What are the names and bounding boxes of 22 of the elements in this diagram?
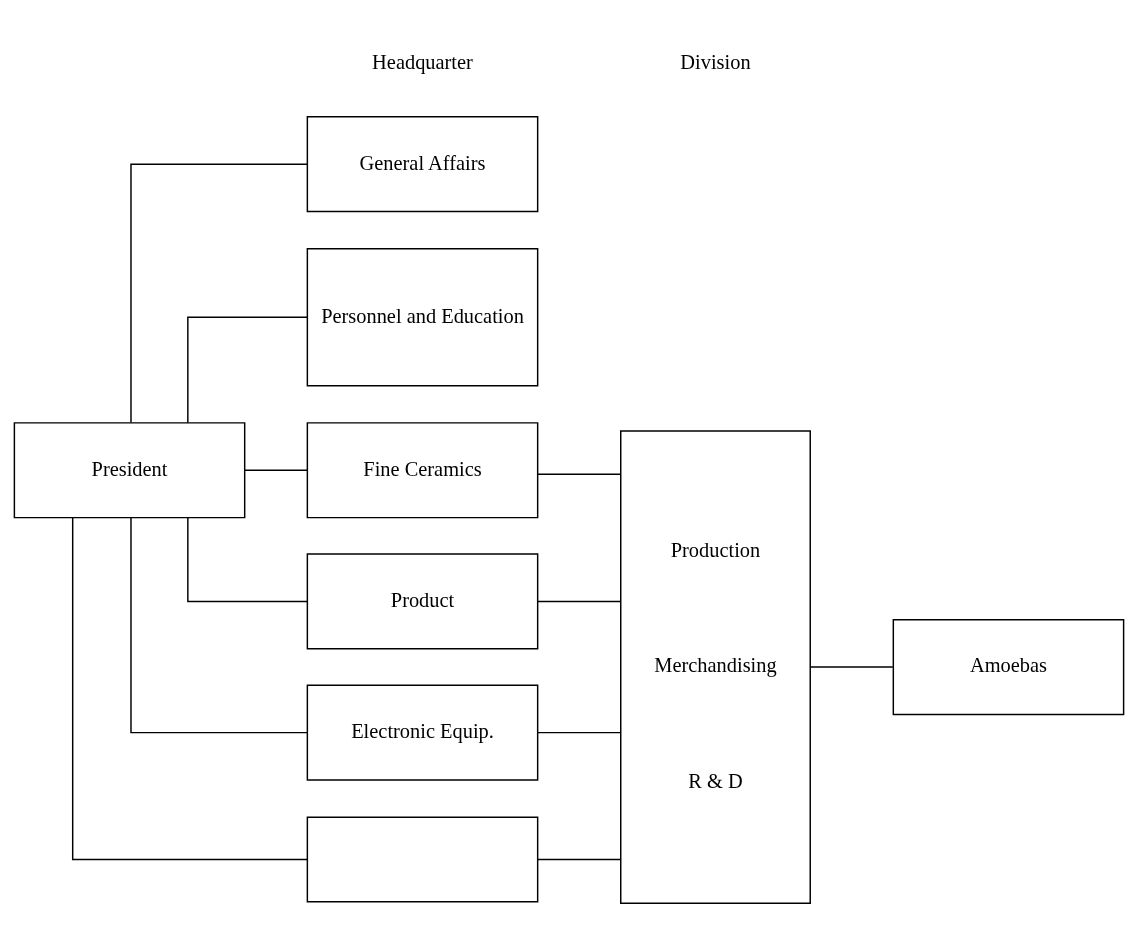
connector [71, 516, 308, 860]
connector [244, 469, 308, 471]
connector [130, 162, 309, 423]
node-box: Electronic Equip. [306, 684, 539, 781]
node-box [306, 815, 539, 902]
node-box: Production Merchandising R & D [620, 429, 811, 904]
node-box: Product [306, 552, 539, 650]
node-box: President [13, 421, 246, 518]
connector [187, 315, 308, 423]
connector [537, 473, 622, 475]
connector [187, 516, 308, 602]
connector [809, 665, 894, 668]
node-box: Fine Ceramics [306, 421, 539, 518]
connector [537, 600, 622, 602]
connector [537, 858, 622, 860]
connector [537, 731, 622, 733]
node-box: Personnel and Education [306, 247, 539, 386]
label: Division [680, 50, 751, 73]
label: Headquarter [372, 50, 473, 73]
node-box: General Affairs [306, 115, 539, 212]
connector [130, 516, 309, 733]
node-box: Amoebas [892, 618, 1125, 715]
